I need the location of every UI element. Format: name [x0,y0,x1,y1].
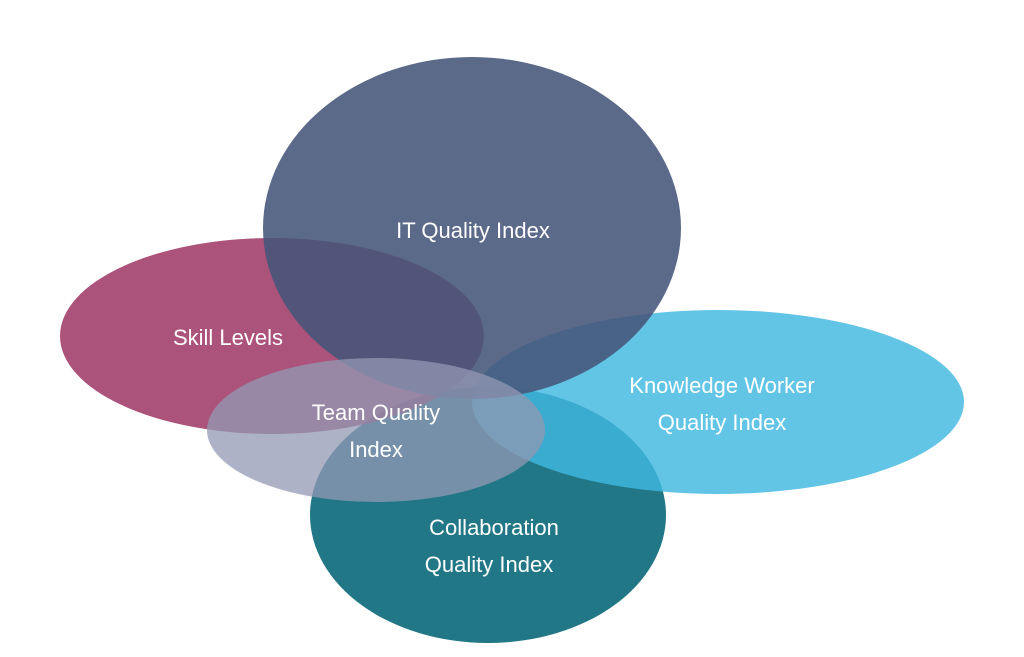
collaboration-label-line2: Quality Index [425,552,553,577]
knowledge-worker-label-line1: Knowledge Worker [629,373,814,398]
team-quality-label-line1: Team Quality [312,400,440,425]
knowledge-worker-label-line2: Quality Index [658,410,786,435]
it-quality-ellipse [263,57,681,399]
collaboration-label-line1: Collaboration [429,515,559,540]
it-quality-label: IT Quality Index [396,218,550,243]
team-quality-ellipse [207,358,545,502]
skill-levels-label: Skill Levels [173,325,283,350]
team-quality-label-line2: Index [349,437,403,462]
